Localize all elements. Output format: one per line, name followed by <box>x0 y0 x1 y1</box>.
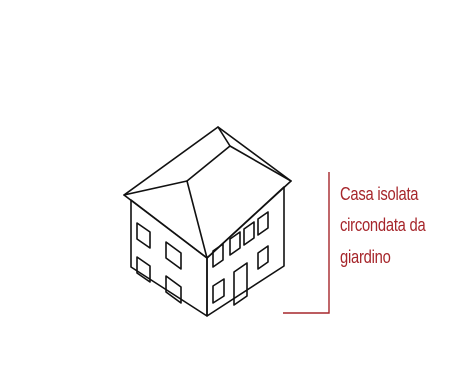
door-outline <box>233 262 248 306</box>
walls <box>130 186 285 317</box>
right-wall-windows <box>212 211 269 304</box>
right-wall <box>206 186 285 317</box>
roof <box>123 126 292 259</box>
window <box>136 222 151 249</box>
window <box>165 275 182 304</box>
door <box>233 262 248 306</box>
caption-line-1: Casa isolata <box>340 184 419 204</box>
isometric-house-icon <box>123 126 292 317</box>
window <box>257 245 269 270</box>
window <box>165 241 182 270</box>
caption-bracket <box>283 172 330 314</box>
roof-hip-right <box>229 145 292 182</box>
roof-hip-back <box>217 126 231 147</box>
roof-outline <box>123 126 292 259</box>
roof-hip-front <box>186 180 208 259</box>
roof-hip-left <box>123 180 188 196</box>
window <box>212 278 225 304</box>
window <box>136 256 151 283</box>
caption-line-2: circondata da <box>340 215 426 235</box>
window <box>229 231 241 256</box>
caption-line-3: giardino <box>340 247 391 267</box>
left-wall-windows <box>136 222 182 304</box>
window <box>243 221 255 246</box>
window <box>212 243 224 268</box>
window <box>257 211 269 236</box>
roof-ridge <box>186 145 231 182</box>
left-wall <box>130 199 208 317</box>
